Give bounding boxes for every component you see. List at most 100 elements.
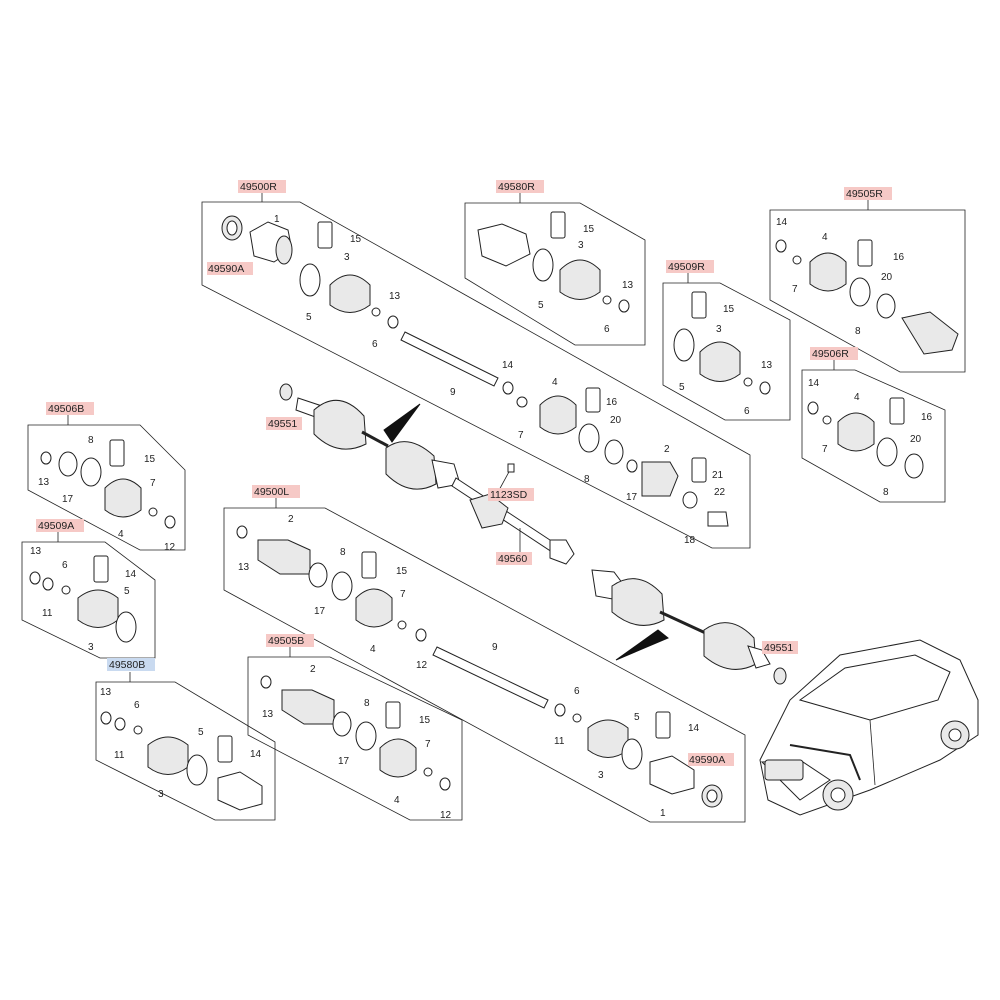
panel-49500R: 49500R 49590A 1 15 5 3 6 13 9 14 7 4 16 … [201,180,751,549]
svg-text:7: 7 [518,430,524,441]
ref-49551-top-text: 49551 [268,418,297,430]
svg-text:13: 13 [30,546,42,557]
svg-text:7: 7 [400,589,406,600]
ref-49509A[interactable]: 49509A [36,519,84,532]
panel-49500L: 49500L 13 2 17 8 15 4 7 12 9 11 6 3 5 14… [223,485,746,823]
svg-text:14: 14 [250,749,262,760]
svg-text:5: 5 [124,586,130,597]
panel-49505R: 49505R 14 7 4 16 8 20 [769,187,966,373]
ref-49590A-bottom[interactable]: 49590A [688,753,734,766]
svg-text:6: 6 [604,324,610,335]
svg-text:22: 22 [714,487,726,498]
svg-text:15: 15 [144,454,156,465]
svg-text:13: 13 [238,562,250,573]
ref-49505B[interactable]: 49505B [266,634,314,647]
inner-cv-housing-icon [641,461,679,497]
ref-49551-top[interactable]: 49551 [266,417,302,430]
svg-text:16: 16 [921,412,933,423]
ref-49580R[interactable]: 49580R [496,180,544,193]
panel-49506R: 49506R 14 7 4 16 8 20 [801,347,946,503]
ref-49505B-text: 49505B [268,635,304,647]
svg-text:15: 15 [350,234,362,245]
svg-text:4: 4 [854,392,860,403]
svg-text:6: 6 [372,339,378,350]
ref-49509A-text: 49509A [38,520,74,532]
svg-text:21: 21 [712,470,724,481]
panel-49509R: 49509R 15 5 3 6 13 [662,260,791,421]
ref-49590A-top[interactable]: 49590A [207,262,253,275]
svg-text:8: 8 [88,435,94,446]
assembled-shaft-upper: 49551 1123SD 49560 [266,383,575,565]
ref-49580B[interactable]: 49580B [107,658,155,671]
ref-49580R-text: 49580R [498,181,535,193]
svg-text:6: 6 [574,686,580,697]
ref-49506R[interactable]: 49506R [810,347,858,360]
vehicle-illustration [759,639,979,816]
svg-text:14: 14 [808,378,820,389]
ref-1123SD-text: 1123SD [490,489,528,501]
svg-text:3: 3 [578,240,584,251]
svg-text:7: 7 [150,478,156,489]
bearing-bracket-icon [469,493,509,529]
ref-49505R[interactable]: 49505R [844,187,892,200]
ref-49506B-text: 49506B [48,403,84,415]
ref-49560[interactable]: 49560 [496,552,532,565]
ref-49500R-text: 49500R [240,181,277,193]
boot-icon [329,274,371,313]
svg-text:4: 4 [394,795,400,806]
svg-text:20: 20 [610,415,622,426]
svg-text:9: 9 [450,387,456,398]
svg-text:8: 8 [883,487,889,498]
svg-text:4: 4 [822,232,828,243]
svg-text:13: 13 [761,360,773,371]
ref-49500R[interactable]: 49500R [238,180,286,193]
svg-text:20: 20 [881,272,893,283]
svg-text:6: 6 [62,560,68,571]
svg-text:7: 7 [425,739,431,750]
assembled-shaft-lower: 49551 [591,569,798,685]
ref-49590A-top-text: 49590A [208,263,244,275]
bolt-icon [507,463,515,473]
clamp-ring-icon [299,263,321,297]
svg-text:11: 11 [554,736,565,747]
svg-text:14: 14 [502,360,514,371]
grease-tube-icon [317,221,333,249]
svg-text:14: 14 [688,723,700,734]
svg-text:15: 15 [583,224,595,235]
svg-text:12: 12 [164,542,176,553]
svg-text:17: 17 [626,492,638,503]
ref-1123SD[interactable]: 1123SD [488,488,534,501]
svg-text:6: 6 [744,406,750,417]
svg-text:11: 11 [42,608,53,619]
svg-text:1: 1 [274,214,280,225]
ref-49509R[interactable]: 49509R [666,260,714,273]
hub-nut-icon [279,383,293,401]
svg-text:5: 5 [198,727,204,738]
ref-49509R-text: 49509R [668,261,705,273]
svg-text:5: 5 [538,300,544,311]
svg-text:5: 5 [679,382,685,393]
ref-49506B[interactable]: 49506B [46,402,94,415]
svg-text:7: 7 [822,444,828,455]
grille-icon [764,759,804,781]
svg-text:13: 13 [389,291,401,302]
svg-text:9: 9 [492,642,498,653]
svg-text:17: 17 [62,494,74,505]
svg-text:8: 8 [584,474,590,485]
inner-boot-assembled-icon [385,441,437,490]
svg-text:3: 3 [88,642,94,653]
panel-49509A: 49509A 13 11 6 14 3 5 [21,519,156,659]
svg-text:13: 13 [622,280,634,291]
svg-text:6: 6 [134,700,140,711]
svg-text:2: 2 [310,664,316,675]
svg-text:16: 16 [606,397,618,408]
ref-49560-text: 49560 [498,553,527,565]
svg-text:12: 12 [416,660,428,671]
panel-49505B: 49505B 13 2 17 8 15 4 7 12 [247,634,463,821]
ref-49551-bottom[interactable]: 49551 [762,641,798,654]
ref-49500L[interactable]: 49500L [252,485,300,498]
ref-49506R-text: 49506R [812,348,849,360]
svg-text:14: 14 [776,217,788,228]
svg-text:13: 13 [262,709,274,720]
